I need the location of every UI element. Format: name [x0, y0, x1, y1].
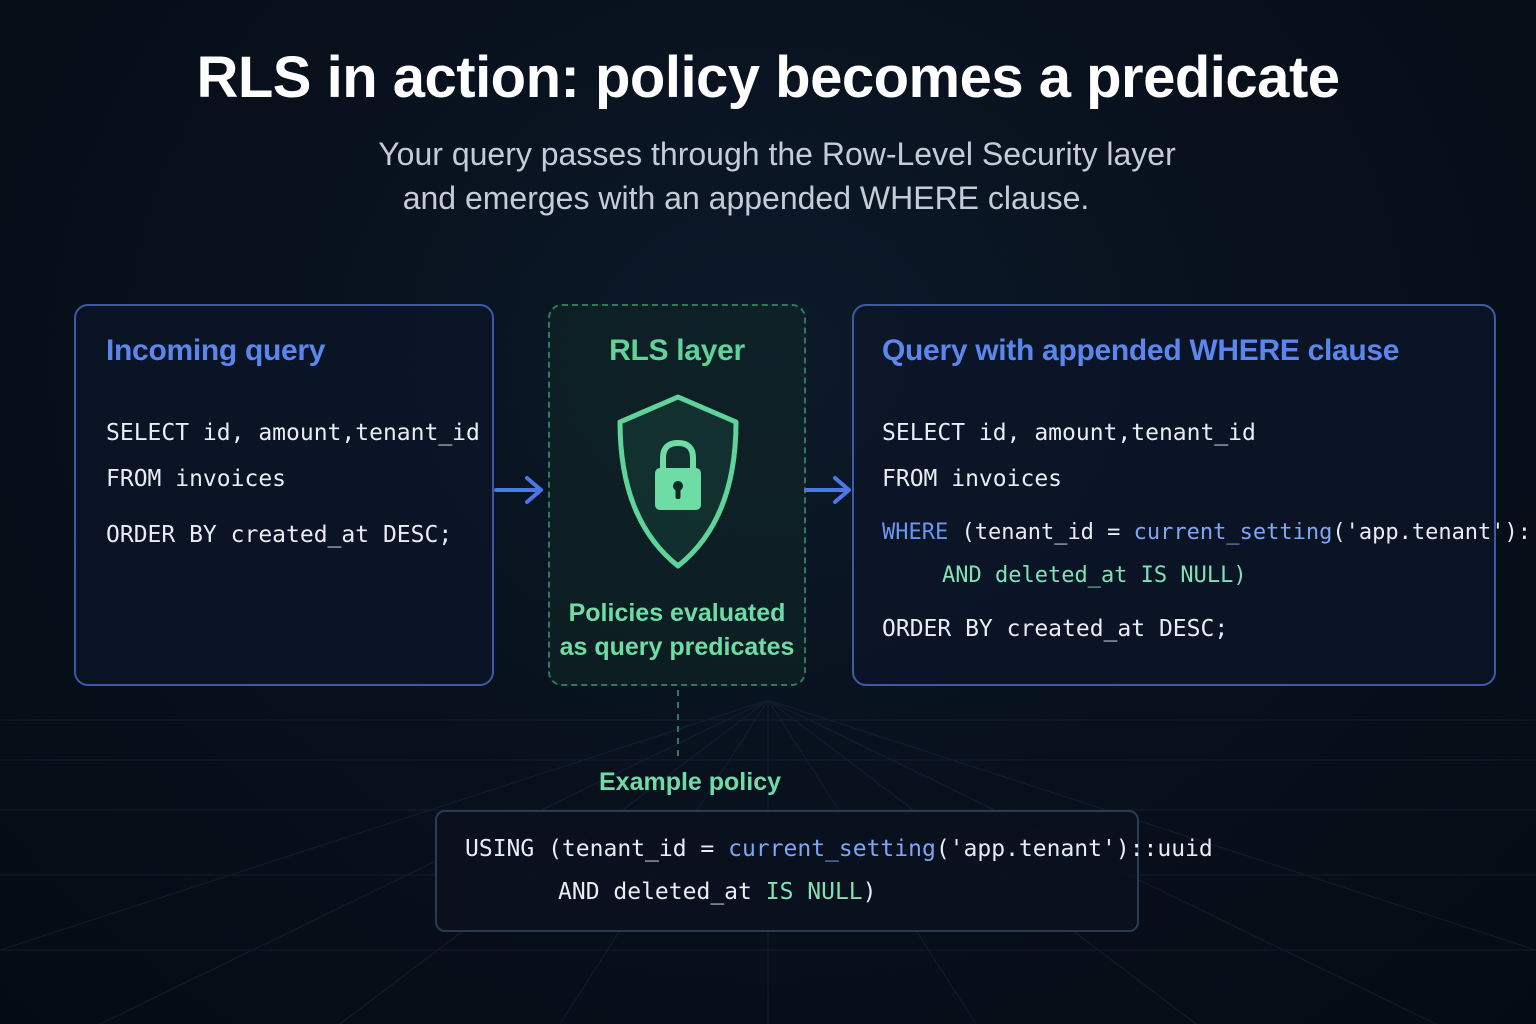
example-and-line: AND deleted_at IS NULL): [558, 879, 877, 905]
incoming-code-line-1: SELECT id, amount,tenant_id: [106, 420, 480, 446]
example-using-line: USING (tenant_id = current_setting('app.…: [465, 836, 1213, 862]
page-subtitle: Your query passes through the Row-Level …: [0, 132, 1536, 220]
subtitle-line-1: Your query passes through the Row-Level …: [378, 136, 1176, 172]
output-and-line: AND deleted_at IS NULL): [942, 563, 1247, 588]
example-close-paren: ): [862, 879, 877, 905]
page-title: RLS in action: policy becomes a predicat…: [196, 45, 1340, 110]
subtitle-line-2: and emerges with an appended WHERE claus…: [402, 180, 1090, 216]
arrow-right-icon: [804, 476, 851, 504]
output-code-last-line: ORDER BY created_at DESC;: [882, 616, 1229, 642]
incoming-code-line-3: ORDER BY created_at DESC;: [106, 522, 453, 548]
output-where-line: WHERE (tenant_id = current_setting('app.…: [882, 520, 1536, 545]
arrow-right-icon: [494, 476, 543, 504]
incoming-code-line-2: FROM invoices: [106, 466, 287, 492]
example-function: current_setting: [728, 836, 936, 862]
incoming-query-title: Incoming query: [106, 334, 326, 367]
output-code-line-1: SELECT id, amount,tenant_id: [882, 420, 1256, 446]
where-open: (tenant_id =: [948, 520, 1134, 545]
rls-caption-line-1: Policies evaluated: [568, 599, 786, 627]
rls-caption: Policies evaluated as query predicates: [548, 596, 806, 664]
example-policy-box: [435, 810, 1139, 932]
output-code-line-2: FROM invoices: [882, 466, 1063, 492]
incoming-query-panel: [74, 304, 494, 686]
example-policy-label: Example policy: [598, 768, 782, 796]
where-keyword: WHERE: [882, 520, 949, 545]
example-null-keyword: IS NULL: [765, 879, 863, 905]
where-function: current_setting: [1133, 520, 1333, 545]
output-query-title: Query with appended WHERE clause: [882, 334, 1400, 367]
rls-caption-line-2: as query predicates: [559, 633, 795, 661]
example-using-keyword: USING (tenant_id =: [465, 836, 729, 862]
example-argument: ('app.tenant')::uuid: [935, 836, 1213, 862]
example-and-keyword: AND deleted_at: [558, 879, 766, 905]
output-query-panel: [852, 304, 1496, 686]
where-argument: ('app.tenant')::uuid: [1332, 520, 1536, 545]
rls-layer-title: RLS layer: [609, 334, 745, 367]
